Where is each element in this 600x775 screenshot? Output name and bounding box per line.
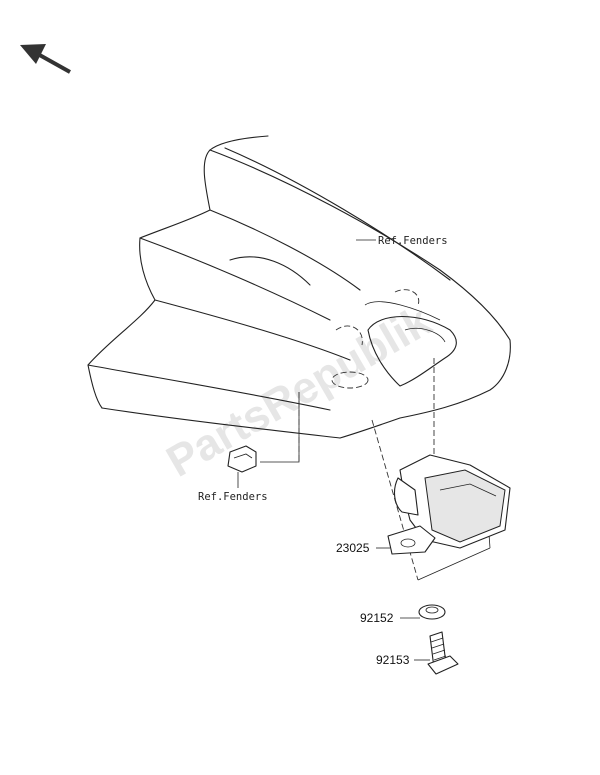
part-number-92152: 92152	[360, 611, 394, 625]
license-light	[387, 454, 511, 555]
part-number-92153: 92153	[376, 653, 410, 667]
part-number-23025: 23025	[336, 541, 370, 555]
rear-fender-cover	[87, 135, 511, 439]
washer	[418, 604, 446, 620]
ref-fenders-label-top: Ref.Fenders	[378, 235, 448, 247]
clip-nut	[227, 445, 257, 473]
ref-fenders-label-bottom: Ref.Fenders	[198, 491, 268, 503]
direction-arrow-icon	[20, 44, 71, 74]
lamp-opening	[367, 315, 457, 387]
bolt	[427, 631, 459, 675]
